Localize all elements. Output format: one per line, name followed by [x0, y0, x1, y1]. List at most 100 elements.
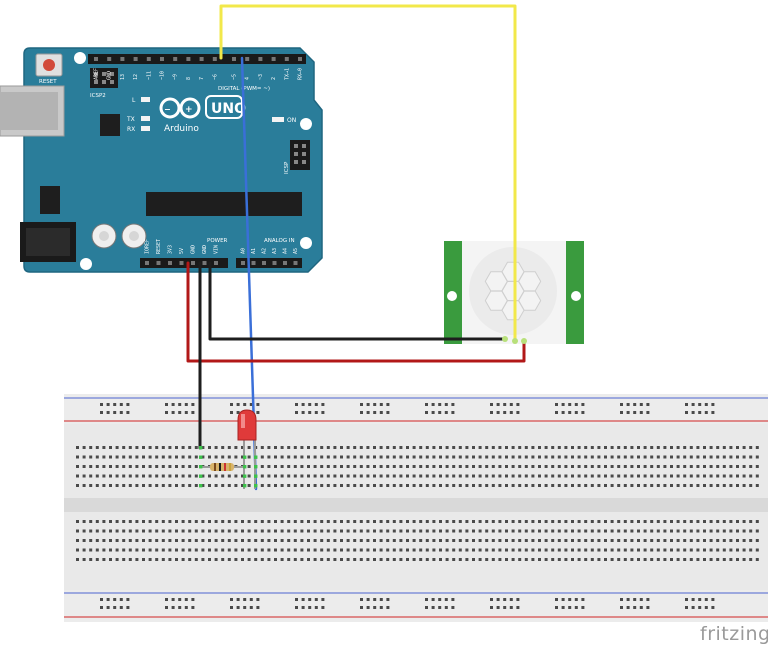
digital-pin: [271, 57, 276, 61]
terminal-hole: [82, 465, 86, 468]
rail-hole: [633, 606, 637, 609]
terminal-hole: [155, 520, 159, 523]
terminal-hole: [313, 455, 317, 459]
terminal-hole: [742, 558, 746, 561]
terminal-hole: [155, 548, 159, 552]
terminal-hole: [307, 474, 310, 478]
rail-hole: [379, 598, 383, 601]
terminal-hole: [544, 446, 548, 449]
terminal-hole: [168, 455, 172, 459]
rail-hole: [126, 598, 130, 601]
digital-pin: [160, 57, 164, 61]
terminal-hole: [722, 539, 726, 542]
rail-hole: [249, 598, 253, 601]
terminal-hole: [650, 446, 654, 449]
terminal-hole: [736, 465, 739, 468]
terminal-hole: [729, 474, 733, 478]
terminal-hole: [340, 446, 343, 449]
terminal-hole: [425, 539, 429, 542]
terminal-hole: [458, 474, 462, 478]
terminal-hole: [538, 558, 541, 561]
terminal-hole: [584, 539, 588, 542]
terminal-hole: [155, 484, 159, 487]
terminal-hole: [623, 539, 627, 542]
rail-hole: [574, 411, 578, 414]
terminal-hole: [505, 529, 508, 533]
terminal-hole: [683, 484, 687, 487]
terminal-hole: [689, 465, 693, 468]
terminal-hole: [142, 529, 145, 533]
terminal-hole: [755, 465, 759, 468]
terminal-hole: [729, 548, 733, 552]
terminal-hole: [498, 558, 502, 561]
terminal-hole: [656, 558, 660, 561]
terminal-hole: [359, 520, 363, 523]
rail-hole: [698, 403, 702, 406]
terminal-hole: [478, 520, 482, 523]
connected-hole: [199, 455, 203, 459]
rail-hole: [366, 403, 370, 406]
terminal-hole: [564, 558, 568, 561]
terminal-hole: [95, 446, 99, 449]
rail-hole: [113, 411, 117, 414]
rail-hole: [386, 598, 390, 601]
rail-hole: [178, 403, 182, 406]
rail-hole: [119, 411, 123, 414]
terminal-hole: [221, 520, 225, 523]
terminal-hole: [194, 558, 198, 561]
terminal-hole: [386, 465, 390, 468]
terminal-hole: [175, 520, 178, 523]
terminal-hole: [551, 558, 555, 561]
terminal-hole: [425, 529, 429, 533]
terminal-hole: [432, 446, 436, 449]
rail-hole: [704, 411, 708, 414]
terminal-hole: [722, 558, 726, 561]
terminal-hole: [749, 529, 753, 533]
digital-pin-label: ~3: [258, 74, 264, 80]
uno-badge: [205, 95, 243, 119]
rail-hole: [691, 403, 695, 406]
terminal-hole: [340, 539, 343, 542]
breadboard: [64, 394, 768, 622]
terminal-hole: [663, 446, 667, 449]
terminal-hole: [122, 520, 126, 523]
terminal-hole: [584, 529, 588, 533]
rail-hole: [243, 403, 247, 406]
terminal-hole: [201, 558, 205, 561]
terminal-hole: [557, 474, 561, 478]
terminal-hole: [201, 474, 205, 478]
terminal-hole: [696, 465, 700, 468]
terminal-hole: [313, 558, 317, 561]
terminal-hole: [227, 548, 231, 552]
terminal-hole: [300, 520, 304, 523]
digital-pin-label: RX←0: [298, 68, 304, 80]
terminal-hole: [188, 455, 192, 459]
digital-pin-label: 7: [199, 77, 205, 80]
terminal-hole: [280, 539, 284, 542]
terminal-hole: [538, 548, 541, 552]
rail-hole: [568, 598, 572, 601]
terminal-hole: [168, 539, 172, 542]
terminal-hole: [399, 446, 403, 449]
analog-pin-label: A4: [283, 248, 289, 254]
red-5v-wire: [186, 261, 526, 363]
terminal-hole: [412, 548, 416, 552]
rail-hole: [106, 411, 110, 414]
rail-hole: [360, 598, 363, 601]
rail-hole: [191, 411, 195, 414]
terminal-hole: [326, 548, 330, 552]
terminal-hole: [280, 548, 284, 552]
rail-hole: [574, 598, 578, 601]
terminal-hole: [485, 520, 489, 523]
terminal-hole: [221, 539, 225, 542]
terminal-hole: [663, 484, 667, 487]
rail-hole: [119, 598, 123, 601]
terminal-hole: [610, 465, 614, 468]
terminal-hole: [260, 529, 264, 533]
terminal-hole: [518, 455, 522, 459]
terminal-hole: [524, 446, 528, 449]
terminal-hole: [716, 455, 720, 459]
connected-hole: [254, 484, 258, 488]
terminal-hole: [142, 539, 145, 542]
terminal-hole: [89, 455, 93, 459]
